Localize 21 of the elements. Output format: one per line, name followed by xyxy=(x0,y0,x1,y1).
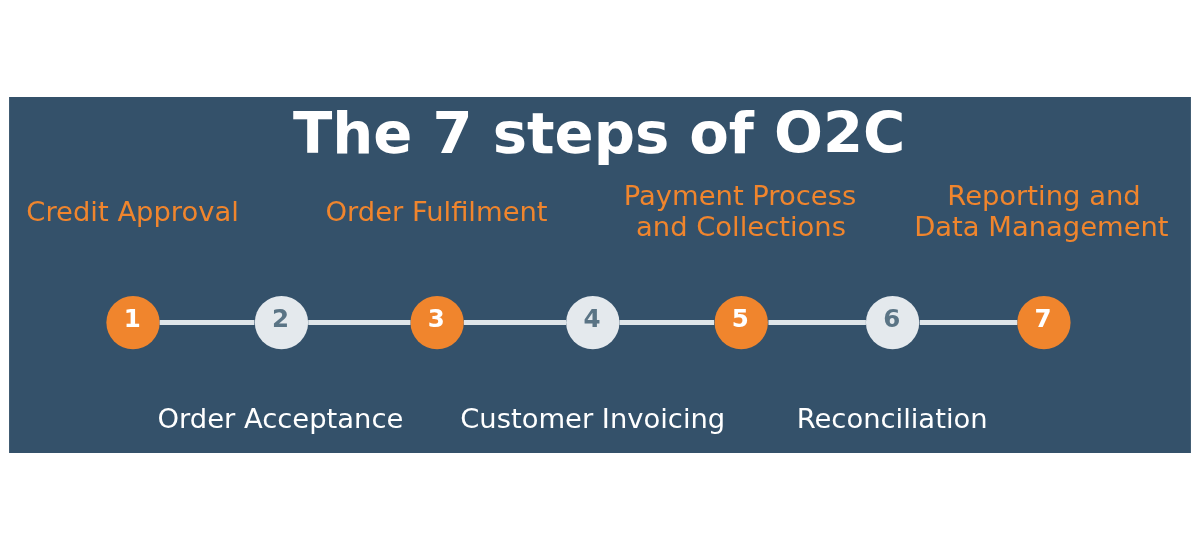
connector xyxy=(463,320,567,326)
node-circle: 6 xyxy=(865,295,920,350)
node-label: Customer Invoicing xyxy=(460,403,726,435)
node-circle: 5 xyxy=(714,295,768,350)
node-label: Order Fulfilment xyxy=(325,195,548,227)
node-circle: 4 xyxy=(566,295,620,350)
node-circle: 1 xyxy=(106,295,160,350)
connector xyxy=(768,320,866,326)
node-label: Reconciliation xyxy=(796,403,988,435)
connector xyxy=(619,320,715,326)
connector xyxy=(308,320,411,326)
node-circle: 7 xyxy=(1017,295,1071,350)
node-label: Credit Approval xyxy=(26,195,239,227)
connector xyxy=(919,320,1018,326)
diagram-title: The 7 steps of O2C xyxy=(293,99,906,168)
node-label: Order Acceptance xyxy=(157,403,404,435)
node-label: Reporting and Data Management xyxy=(914,180,1169,242)
connector xyxy=(159,320,255,326)
node-circle: 2 xyxy=(254,295,309,350)
node-label: Payment Process and Collections xyxy=(623,180,857,242)
node-circle: 3 xyxy=(410,295,464,350)
